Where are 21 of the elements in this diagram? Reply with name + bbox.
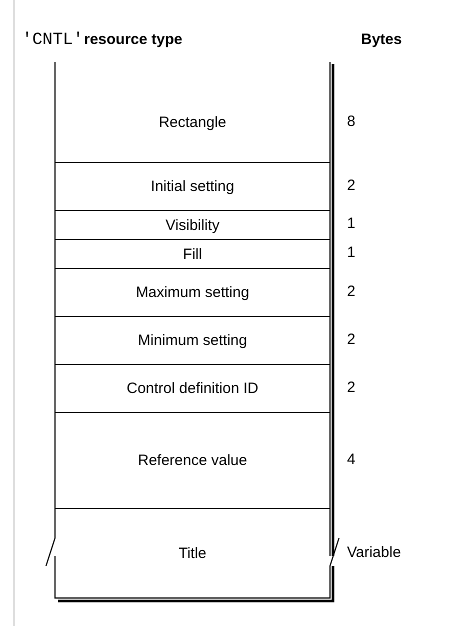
field-name: Rectangle [158,114,226,130]
resource-type-code: 'CNTL' [22,31,84,50]
byte-count: 2 [347,379,356,396]
byte-count: 2 [347,177,356,194]
field-name: Minimum setting [138,332,248,349]
byte-count: 4 [347,451,356,468]
field-name: Title [178,545,206,562]
field-name: Visibility [166,216,220,234]
byte-count: 2 [347,283,356,300]
column-header: resource type [84,31,182,48]
byte-count: Variable [347,544,401,561]
byte-count: 8 [347,113,356,130]
byte-count: 1 [347,215,356,232]
byte-count: 2 [347,331,356,348]
field-name: Initial setting [150,178,234,195]
field-name: Control definition ID [126,380,258,397]
field-name: Maximum setting [136,284,250,301]
field-name: Fill [182,246,202,262]
byte-count: 1 [347,244,356,261]
field-name: Reference value [138,452,248,469]
column-header: Bytes [361,31,402,48]
